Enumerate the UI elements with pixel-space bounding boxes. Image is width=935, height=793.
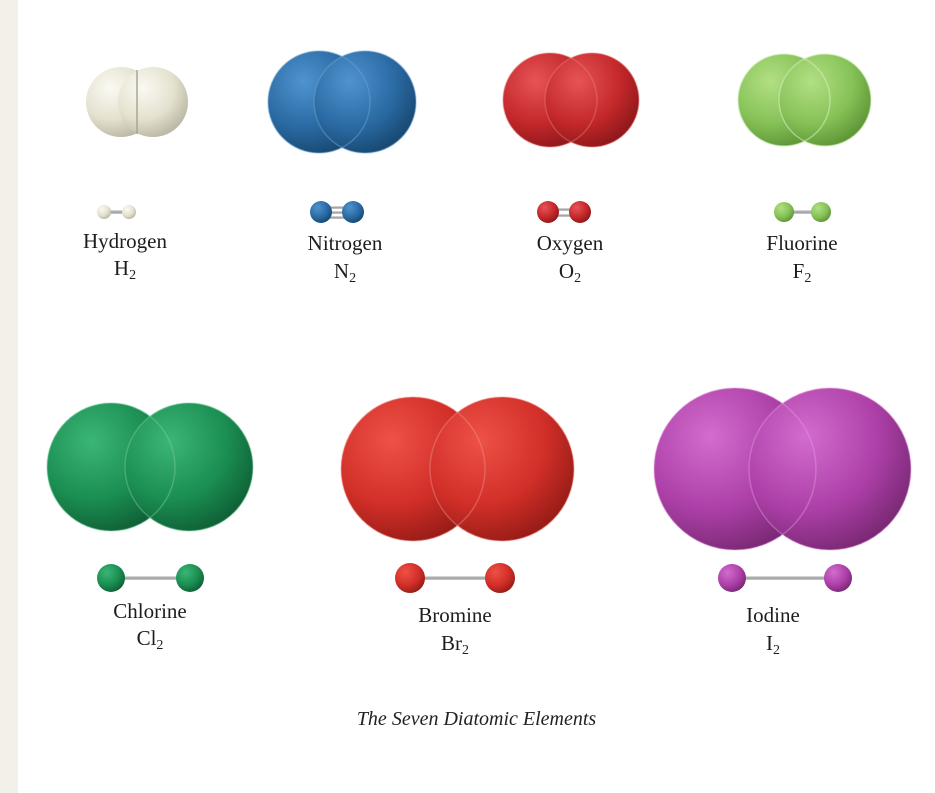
- iodine-space-filling-model: [653, 387, 912, 551]
- iodine-name: Iodine: [746, 603, 800, 627]
- bromine-ball-and-stick-model: [395, 563, 515, 593]
- oxygen-ball-and-stick-model: [537, 201, 591, 223]
- iodine-formula: I2: [766, 631, 780, 658]
- figure-caption: The Seven Diatomic Elements: [356, 708, 597, 730]
- diagram-card: Hydrogen H2 Nitrogen N2: [18, 0, 935, 793]
- chlorine-ball-and-stick-model: [97, 564, 204, 592]
- nitrogen-space-filling-model: [267, 50, 417, 154]
- fluorine-space-filling-model: [737, 53, 872, 147]
- oxygen-name: Oxygen: [537, 231, 604, 255]
- fluorine-formula: F2: [793, 259, 812, 286]
- hydrogen-name: Hydrogen: [83, 229, 167, 253]
- hydrogen-ball-and-stick-model: [97, 205, 136, 219]
- bromine-formula: Br2: [441, 631, 469, 658]
- iodine-ball-and-stick-model: [718, 564, 852, 592]
- oxygen-space-filling-model: [502, 52, 640, 148]
- diatomic-diagram: Hydrogen H2 Nitrogen N2: [46, 50, 912, 658]
- bromine-name: Bromine: [418, 603, 492, 627]
- chlorine-name: Chlorine: [113, 599, 187, 623]
- fluorine-ball-and-stick-model: [774, 202, 831, 222]
- hydrogen-formula: H2: [114, 256, 136, 283]
- chlorine-space-filling-model: [46, 402, 254, 532]
- nitrogen-ball-and-stick-model: [310, 201, 364, 223]
- hydrogen-space-filling-model: [86, 67, 188, 137]
- nitrogen-formula: N2: [334, 259, 356, 286]
- oxygen-formula: O2: [559, 259, 581, 286]
- chlorine-formula: Cl2: [137, 626, 164, 653]
- bromine-space-filling-model: [340, 396, 575, 542]
- nitrogen-name: Nitrogen: [308, 231, 383, 255]
- fluorine-name: Fluorine: [766, 231, 837, 255]
